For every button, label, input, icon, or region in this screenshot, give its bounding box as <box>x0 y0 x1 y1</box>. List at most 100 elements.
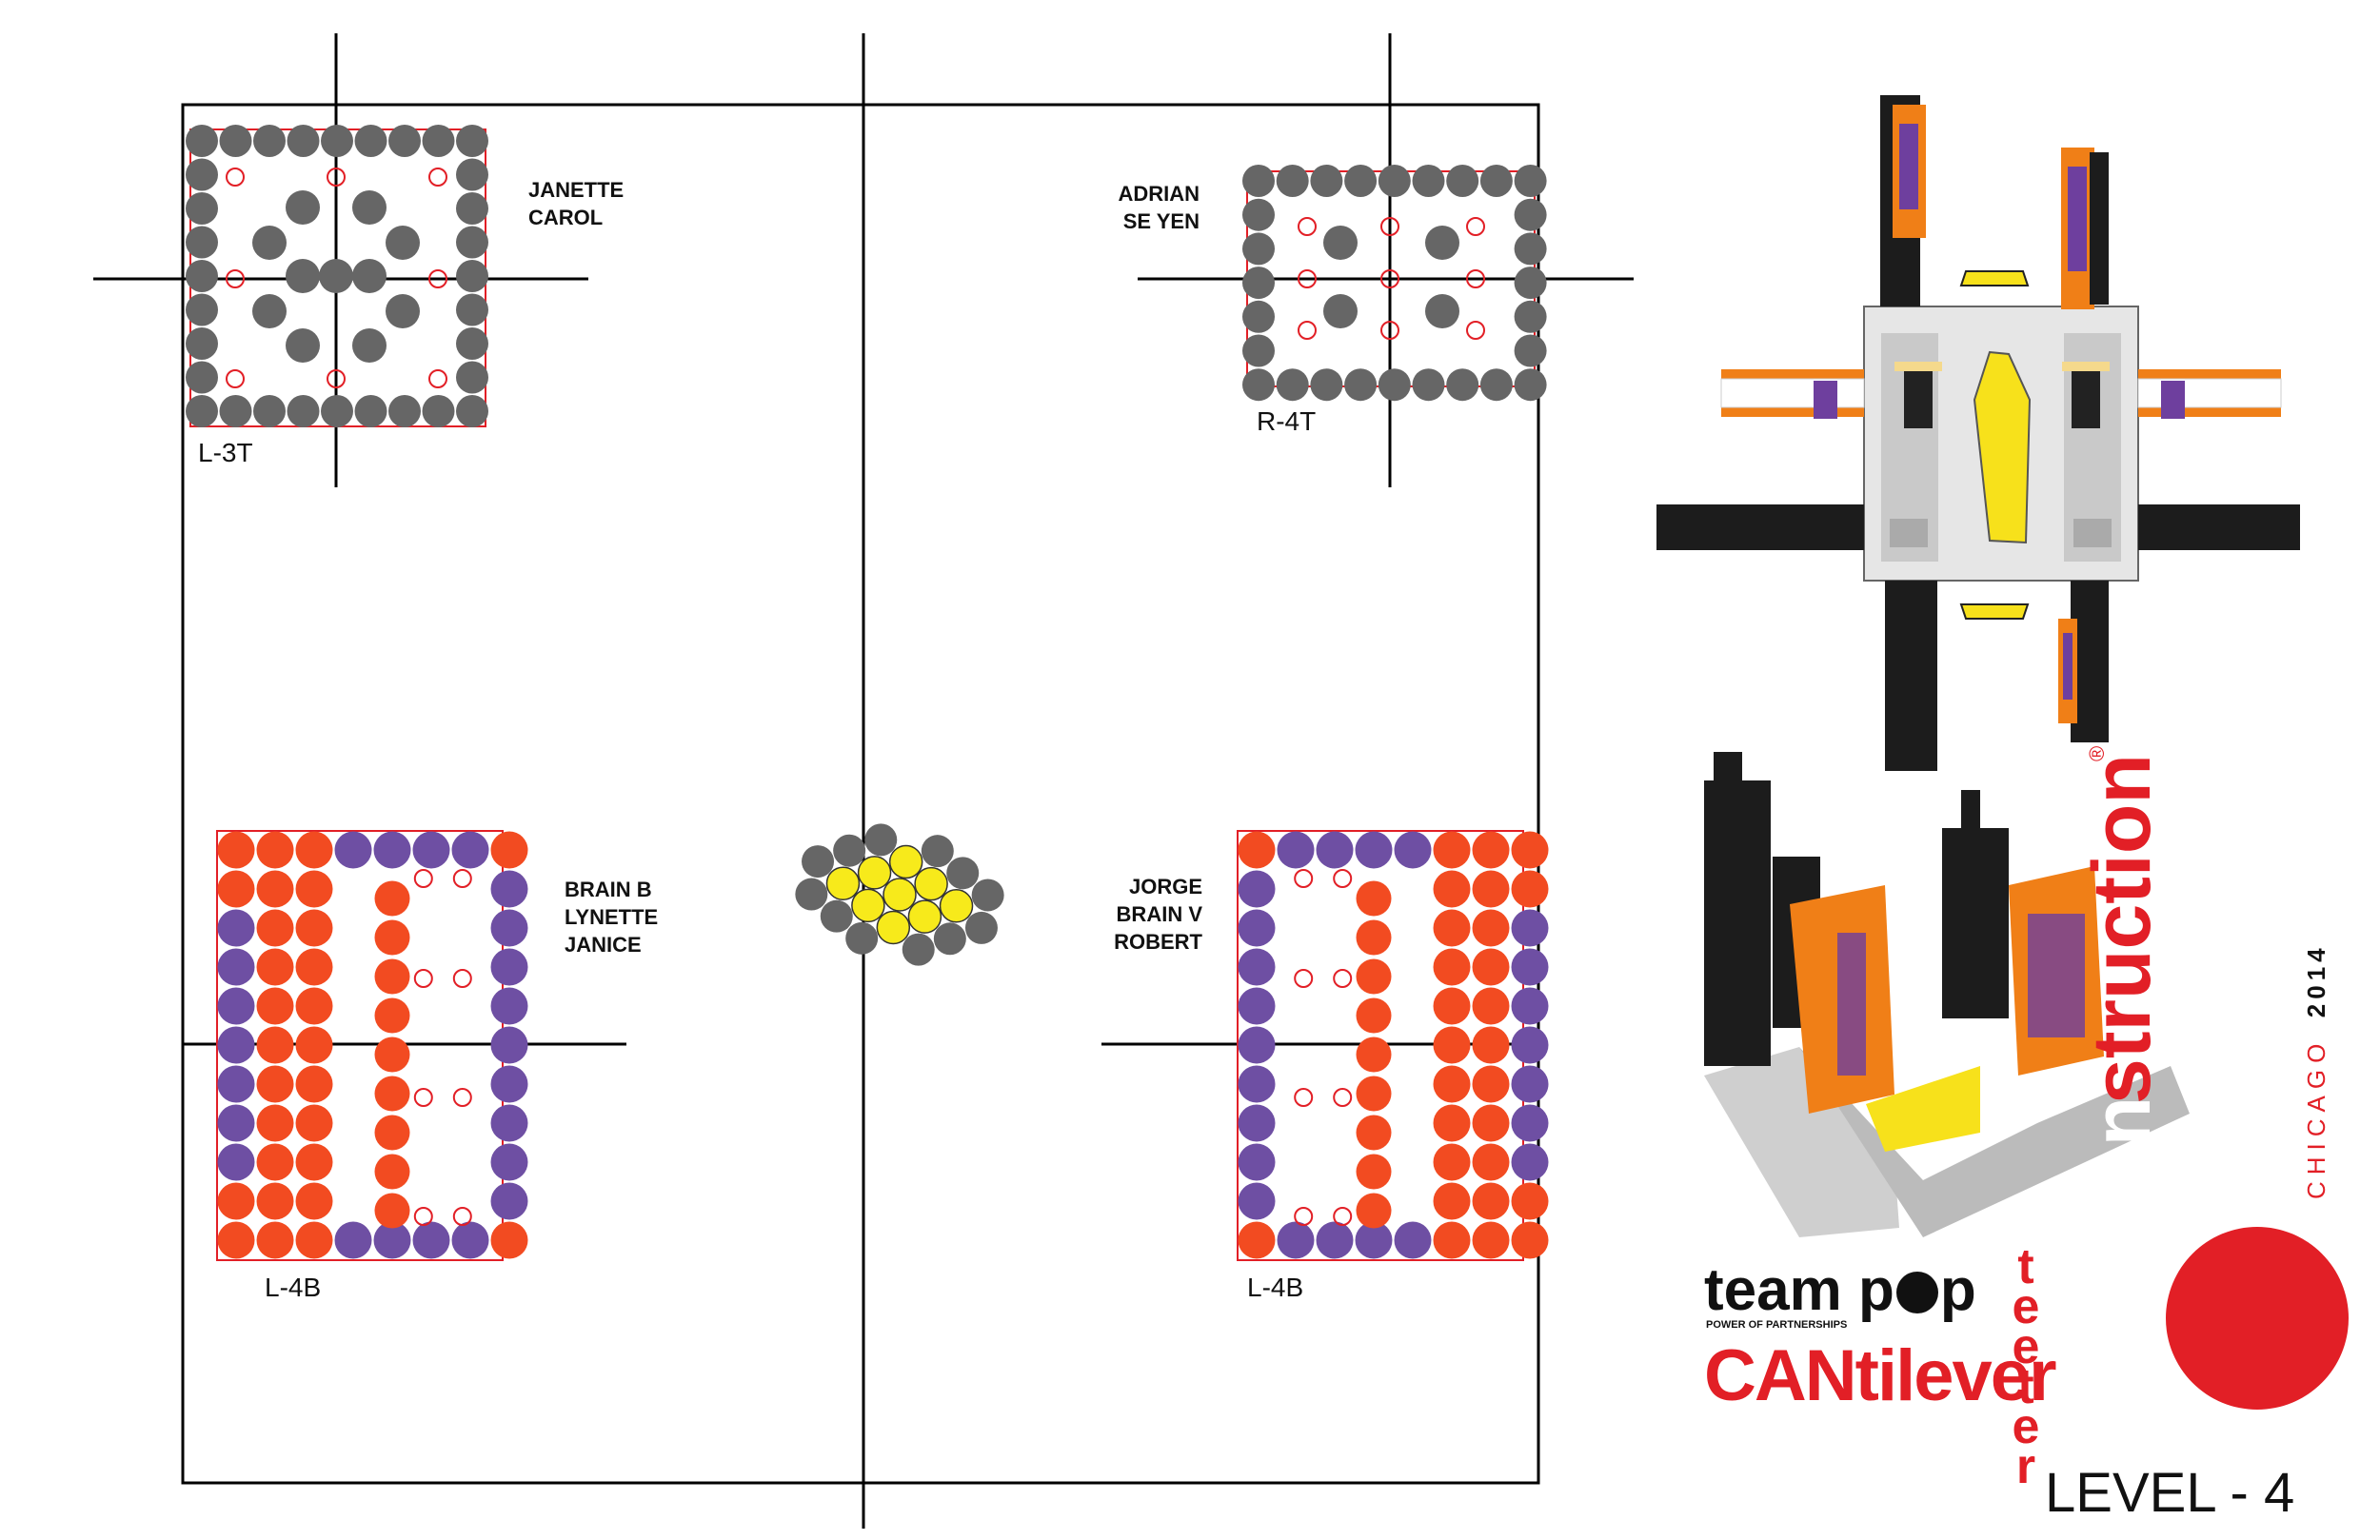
gray-can <box>354 125 387 157</box>
support-marker <box>1298 321 1317 340</box>
orange-can <box>1433 1065 1471 1103</box>
gray-can <box>186 260 218 292</box>
orange-can <box>256 1026 294 1064</box>
gray-can <box>1310 368 1343 402</box>
gray-can <box>1514 232 1547 266</box>
gray-can <box>1344 368 1378 402</box>
zone-code-top-right: R-4T <box>1257 406 1317 436</box>
gray-can <box>186 125 218 157</box>
project-vertical-word: t e e t e r <box>2007 1242 2045 1491</box>
gray-can <box>1344 165 1378 197</box>
orange-can <box>374 880 410 917</box>
gray-can <box>1323 294 1358 328</box>
vertical-letter: e <box>2012 1399 2040 1454</box>
support-marker <box>226 269 245 288</box>
name-line: BRAIN V <box>1116 902 1202 926</box>
gray-can <box>319 259 353 293</box>
zone-code-bottom-right: L-4B <box>1247 1273 1304 1302</box>
name-line: ROBERT <box>1114 930 1202 954</box>
support-marker <box>1466 321 1485 340</box>
orange-can <box>374 919 410 956</box>
purple-can <box>1394 1221 1432 1259</box>
purple-can <box>1316 1221 1354 1259</box>
gray-can <box>946 857 980 890</box>
orange-can <box>295 909 333 947</box>
orange-can <box>1356 880 1392 917</box>
gray-can <box>386 226 420 260</box>
gray-can <box>388 125 421 157</box>
purple-can <box>217 948 255 986</box>
gray-can <box>186 293 218 326</box>
support-marker <box>428 369 447 388</box>
orange-can <box>1472 1182 1510 1220</box>
support-marker <box>226 369 245 388</box>
orange-can <box>1472 1026 1510 1064</box>
orange-can <box>490 1221 528 1259</box>
orange-can <box>217 1182 255 1220</box>
yellow-can <box>825 866 861 900</box>
gray-can <box>253 125 286 157</box>
orange-can <box>295 987 333 1025</box>
purple-can <box>1511 987 1549 1025</box>
gray-can <box>1378 165 1411 197</box>
support-marker <box>1333 969 1353 988</box>
team-names-bottom-left: BRAIN B LYNETTE JANICE <box>565 876 658 958</box>
support-marker <box>413 1207 433 1226</box>
orange-can <box>295 831 333 869</box>
gray-can <box>286 190 320 225</box>
purple-can <box>490 948 528 986</box>
purple-can <box>412 1221 450 1259</box>
gray-can <box>286 328 320 363</box>
purple-can <box>217 987 255 1025</box>
registered-mark: ® <box>2085 745 2109 761</box>
gray-can <box>422 395 455 427</box>
purple-can <box>1238 870 1276 908</box>
canstruction-wordmark: can struction ® <box>2076 746 2199 1380</box>
purple-can <box>1394 831 1432 869</box>
orange-can <box>1511 1182 1549 1220</box>
orange-can <box>1472 831 1510 869</box>
orange-can <box>295 1143 333 1181</box>
orange-can <box>1472 1143 1510 1181</box>
support-marker <box>1333 1207 1353 1226</box>
orange-can <box>1356 919 1392 956</box>
project-title: CANtilever <box>1704 1335 2057 1416</box>
name-line: CAROL <box>528 206 604 229</box>
purple-can <box>1238 909 1276 947</box>
orange-can <box>1433 987 1471 1025</box>
gray-can <box>456 395 488 427</box>
canstruction-chicago-logo <box>2166 1227 2349 1410</box>
purple-can <box>1238 1026 1276 1064</box>
gray-can <box>864 823 898 857</box>
gray-can <box>1378 368 1411 402</box>
support-marker <box>1294 1088 1314 1107</box>
can-layout-top-left <box>186 125 488 427</box>
logo-city-year: CHICAGO 2014 <box>2302 914 2340 1199</box>
gray-can <box>1514 198 1547 231</box>
orange-can <box>1511 831 1549 869</box>
vertical-letter: e <box>2012 1279 2040 1334</box>
gray-can <box>1479 165 1513 197</box>
support-marker <box>452 1207 472 1226</box>
orange-can <box>256 1104 294 1142</box>
gray-can <box>456 158 488 191</box>
gray-can <box>388 395 421 427</box>
purple-can <box>412 831 450 869</box>
gray-can <box>252 294 287 328</box>
orange-can <box>1433 1182 1471 1220</box>
gray-can <box>352 259 387 293</box>
team-pop-tail: p <box>1939 1257 1976 1323</box>
gray-can <box>287 395 320 427</box>
support-marker <box>452 969 472 988</box>
can-cluster-center <box>795 823 1004 966</box>
plan-border <box>181 103 1540 1485</box>
cantilever-top-view-illustration <box>1656 95 2300 771</box>
team-names-bottom-right: JORGE BRAIN V ROBERT <box>1066 873 1202 956</box>
can-layout-top-right <box>1242 165 1547 402</box>
name-line: ADRIAN <box>1118 182 1200 206</box>
support-marker <box>1294 869 1314 888</box>
orange-can <box>1356 1037 1392 1073</box>
orange-can <box>256 1221 294 1259</box>
orange-can <box>1472 1104 1510 1142</box>
orange-can <box>1472 870 1510 908</box>
